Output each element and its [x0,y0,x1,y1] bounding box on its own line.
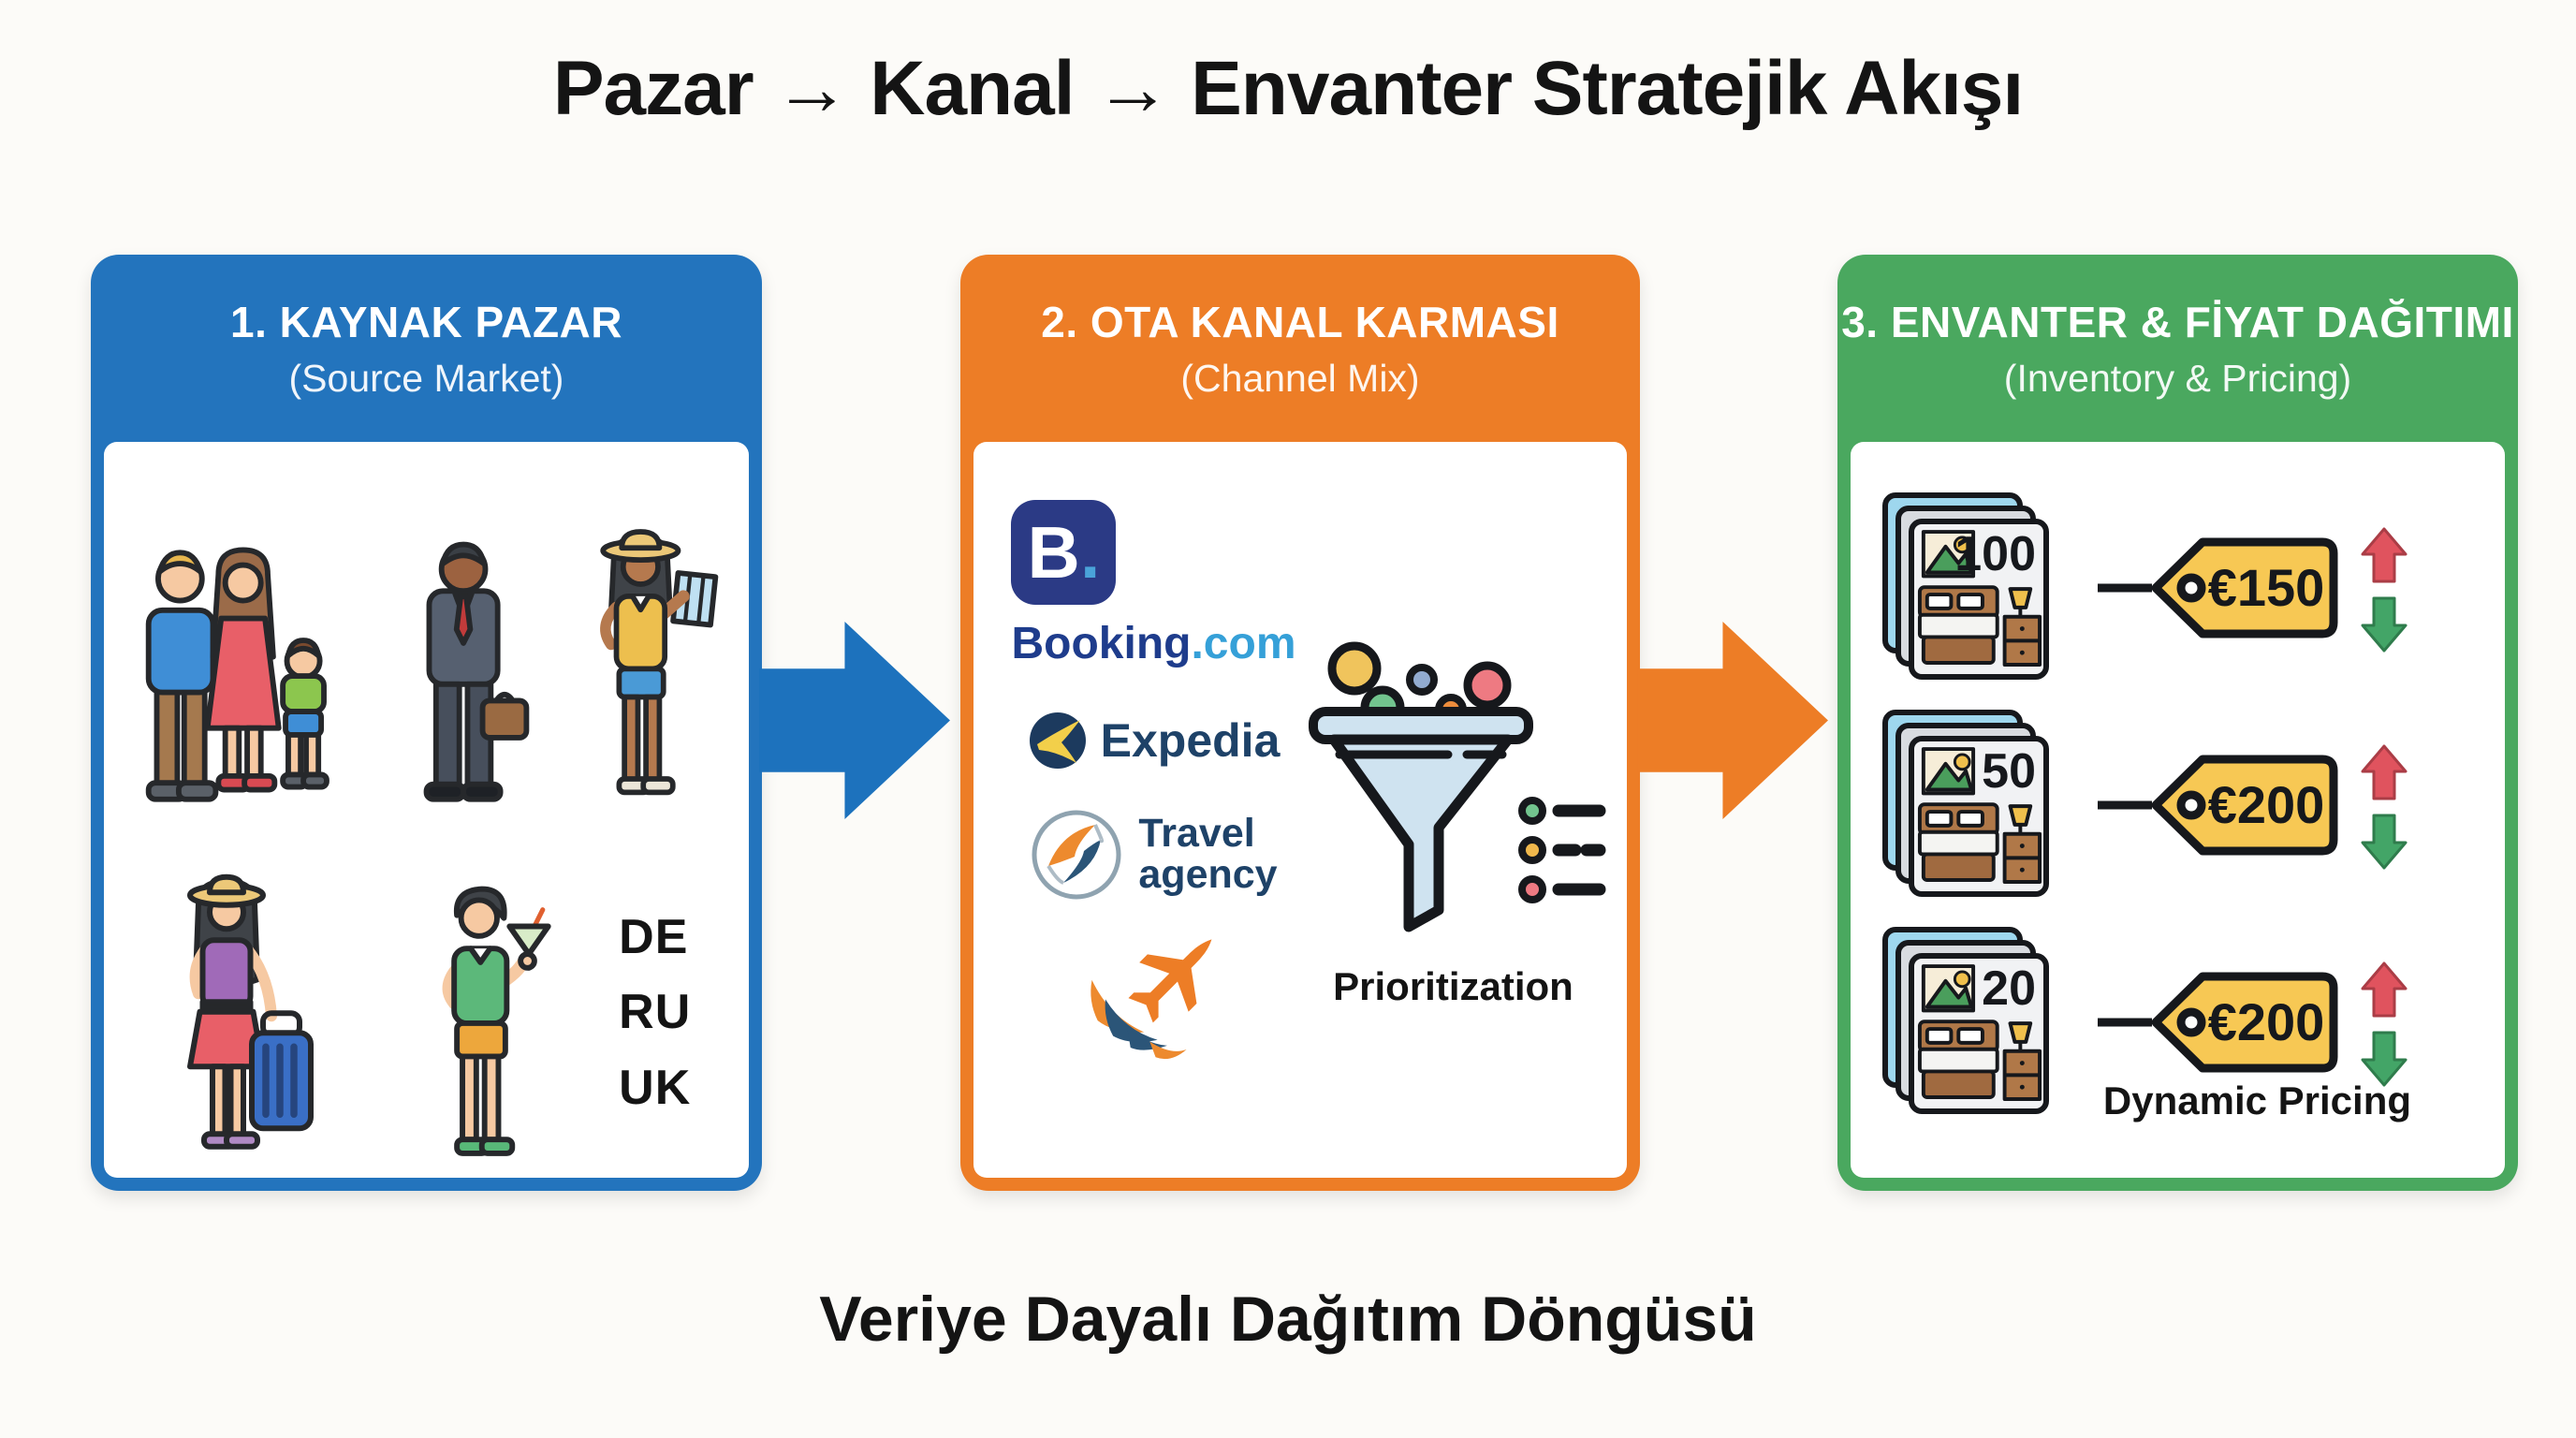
booking-suffix: .com [1191,619,1296,668]
price-value: €200 [2208,775,2325,834]
price-tag-icon: €200 [2098,755,2338,855]
flow-arrow-market-to-channel [759,622,950,819]
price-down-arrow-icon [2361,596,2408,653]
price-up-arrow-icon [2361,527,2408,583]
source-market-header: 1. KAYNAK PAZAR (Source Market) [91,255,762,442]
source-market-panel: DE RU UK [104,442,749,1178]
price-updown-arrows [2360,743,2408,871]
expedia-name: Expedia [1100,714,1281,767]
prioritization-label: Prioritization [1333,964,1573,1008]
price-value: €150 [2208,558,2325,617]
country-uk: UK [619,1060,692,1115]
country-de: DE [619,909,689,964]
family-icon [145,547,329,802]
inventory-pricing-box: 3. ENVANTER & FİYAT DAĞITIMI (Inventory … [1837,255,2518,1191]
footer-caption: Veriye Dayalı Dağıtım Döngüsü [819,1284,1757,1355]
inventory-pricing-panel: 100 €150 [1851,442,2505,1178]
price-tag: €200 [2094,961,2347,1088]
booking-name: Booking [1011,619,1192,668]
expedia-logo: Expedia [1028,711,1281,770]
travelers-row-2: DE RU UK [104,856,749,1169]
price-up-arrow-icon [2361,961,2408,1018]
room-photos-stack-icon: 20 [1882,927,2081,1122]
travel-agency-logo: Travel agency [1030,808,1278,902]
inventory-count: 50 [1982,744,2036,799]
inventory-count: 100 [1954,527,2036,581]
ota-logo-list: B. Booking.com Expedia [973,442,1334,1085]
airplane-icon [1090,939,1212,1060]
travel-agency-name: Travel agency [1138,811,1278,897]
source-market-box: 1. KAYNAK PAZAR (Source Market) [91,255,762,1191]
source-countries: DE RU UK [619,900,691,1126]
channel-mix-header: 2. OTA KANAL KARMASI (Channel Mix) [960,255,1640,442]
funnel-icon [1309,641,1606,932]
price-tag: €200 [2094,744,2347,871]
inventory-row-2: 50 €200 [1851,698,2505,916]
channel-mix-panel: B. Booking.com Expedia [973,442,1627,1178]
room-photos-stack-icon: 100 [1882,492,2081,687]
travel-agency-line1: Travel [1138,811,1255,857]
page-title: Pazar → Kanal → Envanter Stratejik Akışı [552,46,2024,131]
photo-card-front: 20 [1909,953,2049,1114]
room-photos-stack-icon: 50 [1882,710,2081,904]
airline-logo [1076,926,1231,1085]
inventory-pricing-title: 3. ENVANTER & FİYAT DAĞITIMI [1841,297,2514,346]
price-down-arrow-icon [2361,814,2408,870]
expedia-globe-icon [1029,712,1086,769]
price-updown-arrows [2360,526,2408,653]
price-tag: €150 [2094,527,2347,653]
dynamic-pricing-label: Dynamic Pricing [2102,1078,2411,1123]
travel-agency-compass-icon [1032,810,1121,900]
businessman-icon [423,541,530,802]
traveler-suitcase-icon [186,873,314,1150]
prioritization-block: Prioritization [1296,631,1610,1009]
inventory-pricing-header: 3. ENVANTER & FİYAT DAĞITIMI (Inventory … [1837,255,2518,442]
source-market-subtitle: (Source Market) [288,356,564,400]
tourist-map-icon [600,529,719,796]
booking-badge-icon: B. [1011,500,1117,605]
cocktail-man-icon [443,886,552,1156]
travel-agency-line2: agency [1138,852,1278,897]
price-down-arrow-icon [2361,1031,2408,1087]
photo-card-front: 100 [1909,519,2049,680]
inventory-row-1: 100 €150 [1851,481,2505,698]
channel-mix-title: 2. OTA KANAL KARMASI [1041,297,1559,346]
price-updown-arrows [2360,961,2408,1088]
price-value: €200 [2208,992,2325,1051]
price-tag-icon: €200 [2098,972,2338,1072]
booking-logo: B. Booking.com [1011,500,1296,669]
channel-mix-box: 2. OTA KANAL KARMASI (Channel Mix) B. Bo… [960,255,1640,1191]
hotel-room-icon [1917,530,2042,667]
hotel-room-icon [1917,747,2042,884]
inventory-row-3: 20 €200 [1851,916,2505,1133]
inventory-count: 20 [1982,961,2036,1016]
booking-wordmark: Booking.com [1011,618,1295,669]
price-tag-icon: €150 [2098,537,2338,638]
hotel-room-icon [1917,964,2042,1101]
country-ru: RU [619,985,692,1040]
price-up-arrow-icon [2361,744,2408,800]
inventory-pricing-subtitle: (Inventory & Pricing) [2003,356,2352,400]
channel-mix-subtitle: (Channel Mix) [1180,356,1420,400]
photo-card-front: 50 [1909,736,2049,897]
source-market-title: 1. KAYNAK PAZAR [229,297,622,346]
travelers-row-1 [104,517,749,809]
booking-badge-dot: . [1079,510,1101,594]
flow-arrow-channel-to-inventory [1637,622,1828,819]
booking-badge-letter: B [1027,510,1080,594]
